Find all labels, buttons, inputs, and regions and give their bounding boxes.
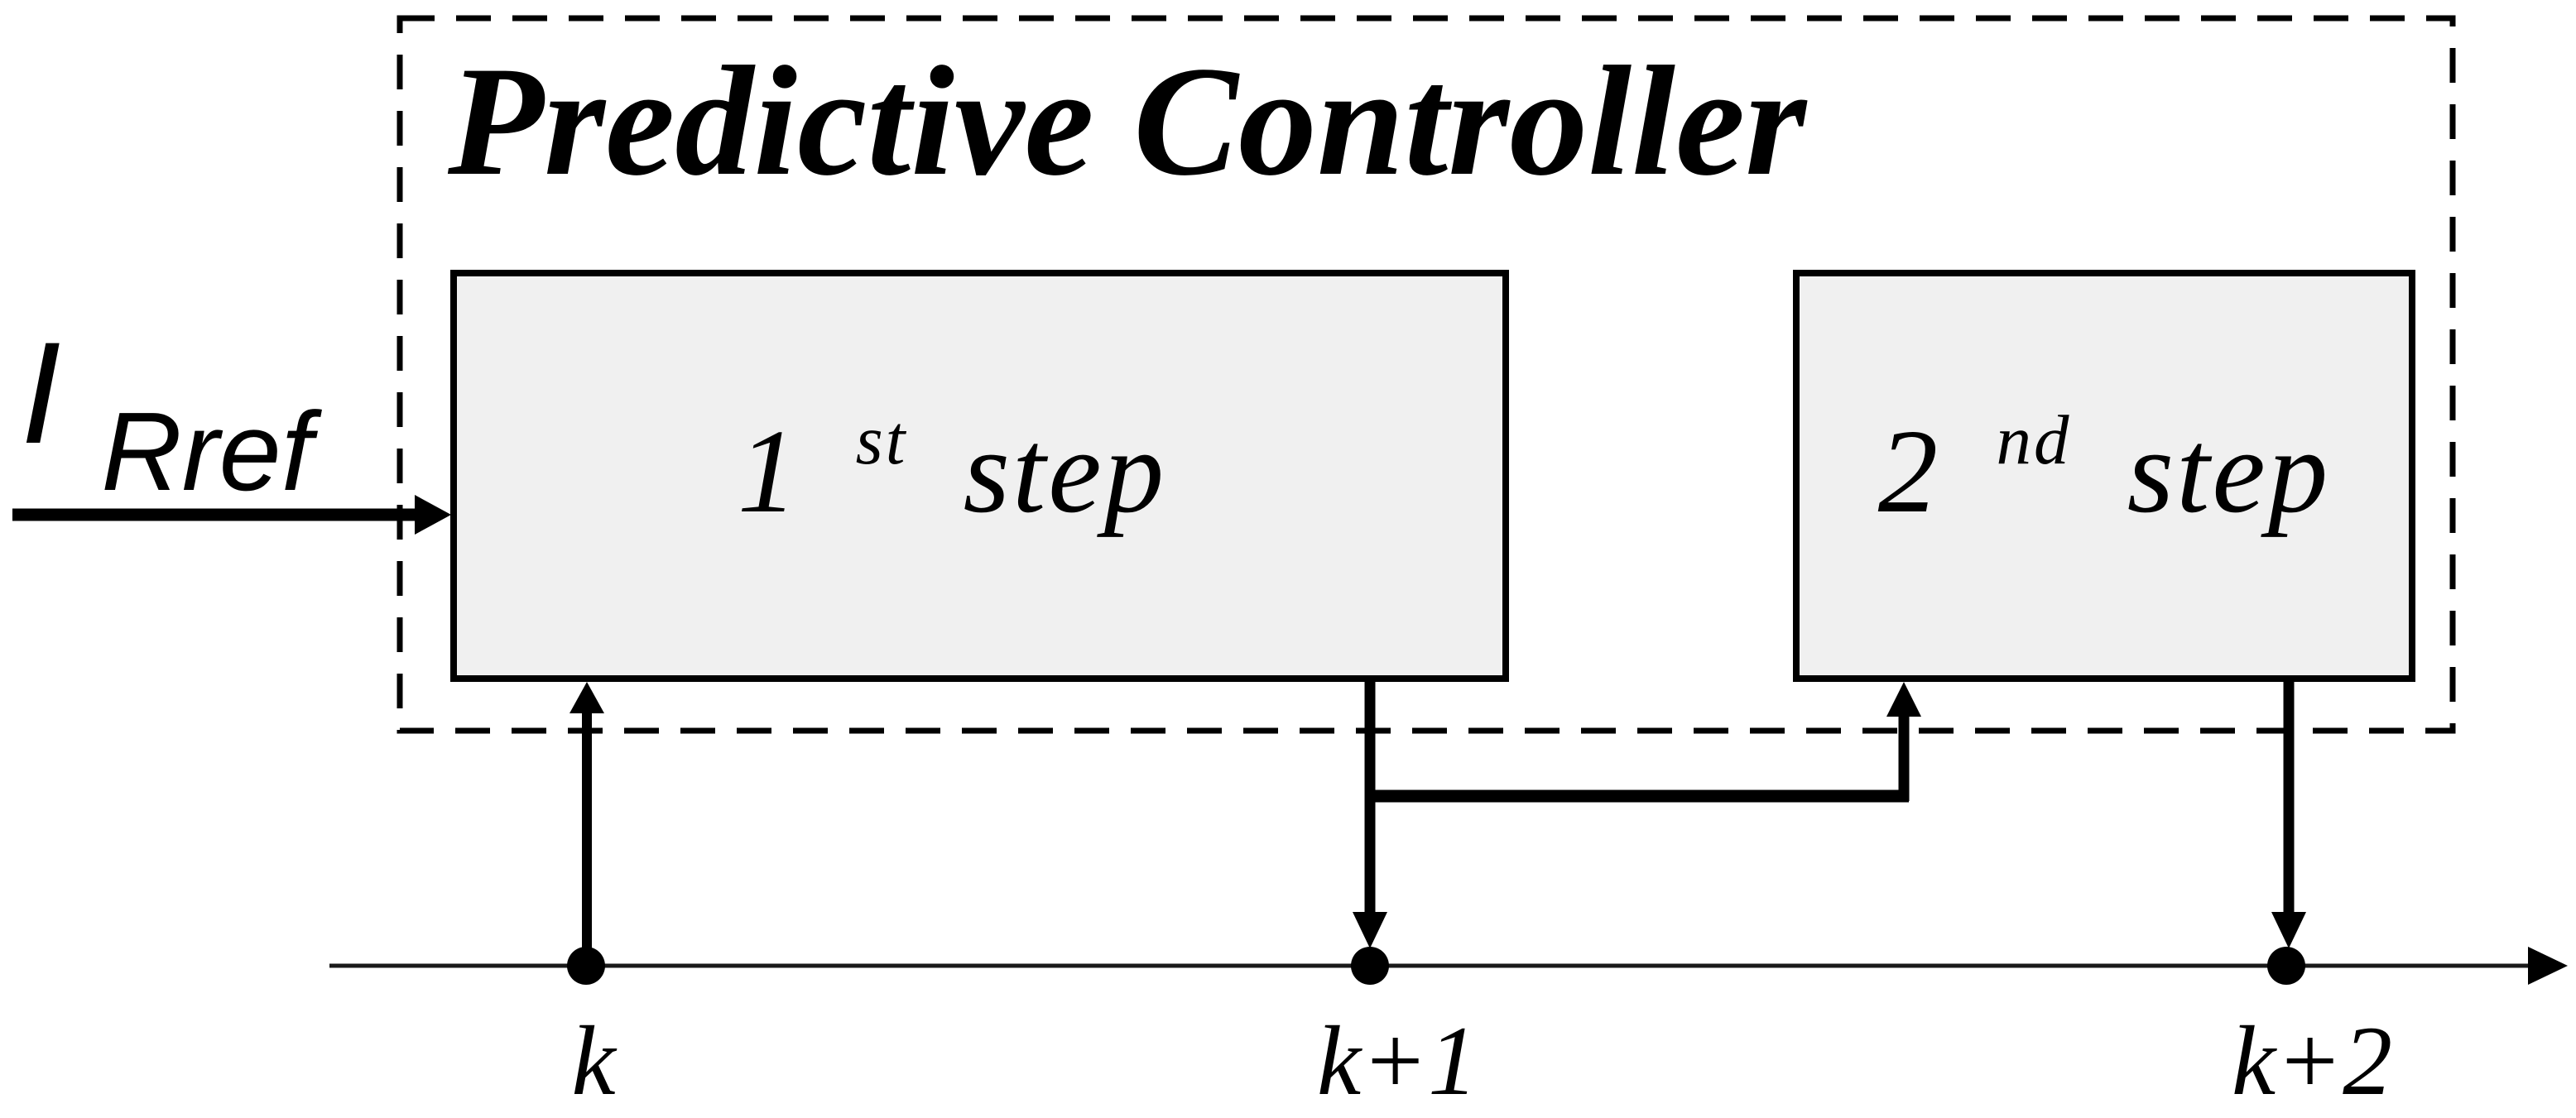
input-signal-subscript: Rref bbox=[101, 389, 323, 514]
tick-label-k2: k+2 bbox=[2232, 1005, 2392, 1116]
arrow-k-to-step1-head-up-icon bbox=[570, 682, 604, 713]
step1-ordinal: st bbox=[856, 401, 908, 479]
step1-word: step bbox=[964, 405, 1167, 538]
input-signal-label: I Rref bbox=[21, 313, 323, 514]
step2-word: step bbox=[2127, 405, 2331, 538]
step2-box bbox=[1793, 270, 2415, 682]
controller-title: Predictive Controller bbox=[447, 35, 1808, 209]
step2-ordinal: nd bbox=[1996, 401, 2071, 479]
input-signal-base: I bbox=[21, 313, 61, 474]
tick-dot-k1 bbox=[1351, 947, 1389, 985]
step1-number: 1 bbox=[738, 405, 800, 538]
step2-label: 2 nd step bbox=[1878, 357, 2331, 538]
tick-dot-k2 bbox=[2267, 947, 2305, 985]
arrow-step1-to-k1-head-down-icon bbox=[1353, 912, 1387, 948]
controller-boundary-dashed-box bbox=[396, 15, 2456, 734]
timeline-arrowhead-right-icon bbox=[2528, 947, 2568, 985]
connector-step2-head-up-icon bbox=[1886, 682, 1921, 717]
arrow-step2-to-k2-head-down-icon bbox=[2271, 912, 2306, 948]
tick-label-k: k bbox=[571, 1005, 618, 1116]
tick-label-k1: k+1 bbox=[1317, 1005, 1478, 1116]
step1-box bbox=[450, 270, 1509, 682]
step2-number: 2 bbox=[1878, 405, 1941, 538]
step1-label: 1 st step bbox=[738, 357, 1166, 538]
input-arrowhead-right-icon bbox=[415, 495, 451, 535]
